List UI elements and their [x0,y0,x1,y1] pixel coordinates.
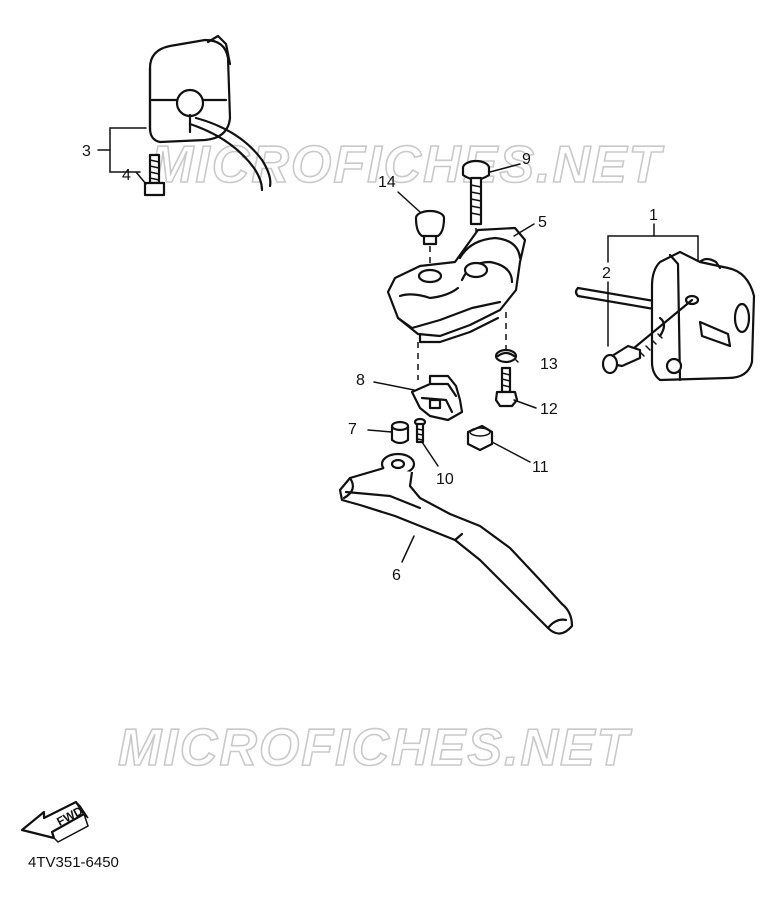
lever-bracket-part-5 [386,226,527,344]
collar-part-7 [390,420,410,445]
callout-7: 7 [348,421,357,438]
callout-2: 2 [602,265,611,282]
fwd-arrow-icon: FWD [20,800,89,843]
ring-part-13 [494,348,518,364]
callout-8: 8 [356,372,365,389]
screw-part-10 [413,417,427,444]
nut-part-11 [466,424,494,452]
bolt-part-9 [461,159,491,226]
watermark-bottom: MICROFICHES.NET [118,719,633,777]
callout-5: 5 [538,214,547,231]
lever-part-6 [338,452,574,635]
callout-4: 4 [122,167,131,184]
screw-part-4 [143,153,166,197]
cap-part-14 [414,209,446,246]
bracket-3 [109,127,147,173]
screw-part-12 [494,366,519,408]
watermark-top: MICROFICHES.NET [150,136,665,194]
callout-3: 3 [82,143,91,160]
callout-1: 1 [649,207,658,224]
callout-13: 13 [540,356,558,373]
callout-9: 9 [522,151,531,168]
callout-14: 14 [378,174,396,191]
callout-6: 6 [392,567,401,584]
switch-part-8 [410,374,464,422]
callout-10: 10 [436,471,454,488]
left-switch-housing [148,34,272,192]
diagram-code: 4TV351-6450 [28,854,119,871]
callout-12: 12 [540,401,558,418]
callout-11: 11 [532,459,549,476]
